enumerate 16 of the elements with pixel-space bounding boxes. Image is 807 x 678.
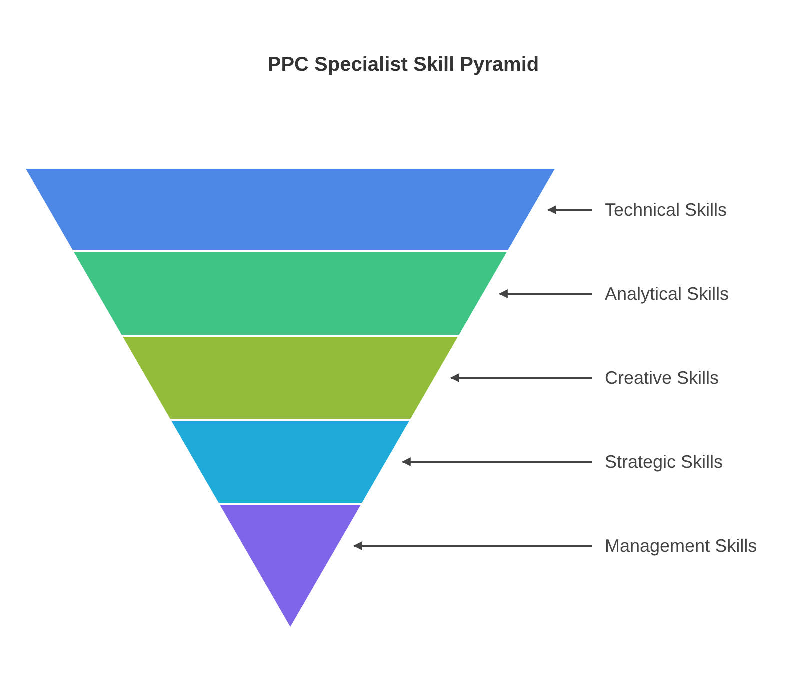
skill-label: Technical Skills [605, 198, 728, 222]
pyramid-band [26, 169, 555, 250]
title: PPC Specialist Skill Pyramid [268, 53, 540, 78]
skill-label: Creative Skills [605, 366, 720, 390]
pyramid-tip [220, 505, 361, 627]
pyramid-band [123, 337, 458, 419]
arrow [450, 374, 592, 382]
skill-label: Management Skills [605, 534, 758, 558]
skill-label: Strategic Skills [605, 450, 724, 474]
arrow [402, 458, 592, 466]
pyramid-band [73, 252, 508, 335]
pyramid-band [171, 421, 410, 503]
arrow [547, 206, 592, 214]
arrow [353, 542, 592, 550]
skill-label: Analytical Skills [605, 282, 730, 306]
arrow [498, 290, 592, 298]
